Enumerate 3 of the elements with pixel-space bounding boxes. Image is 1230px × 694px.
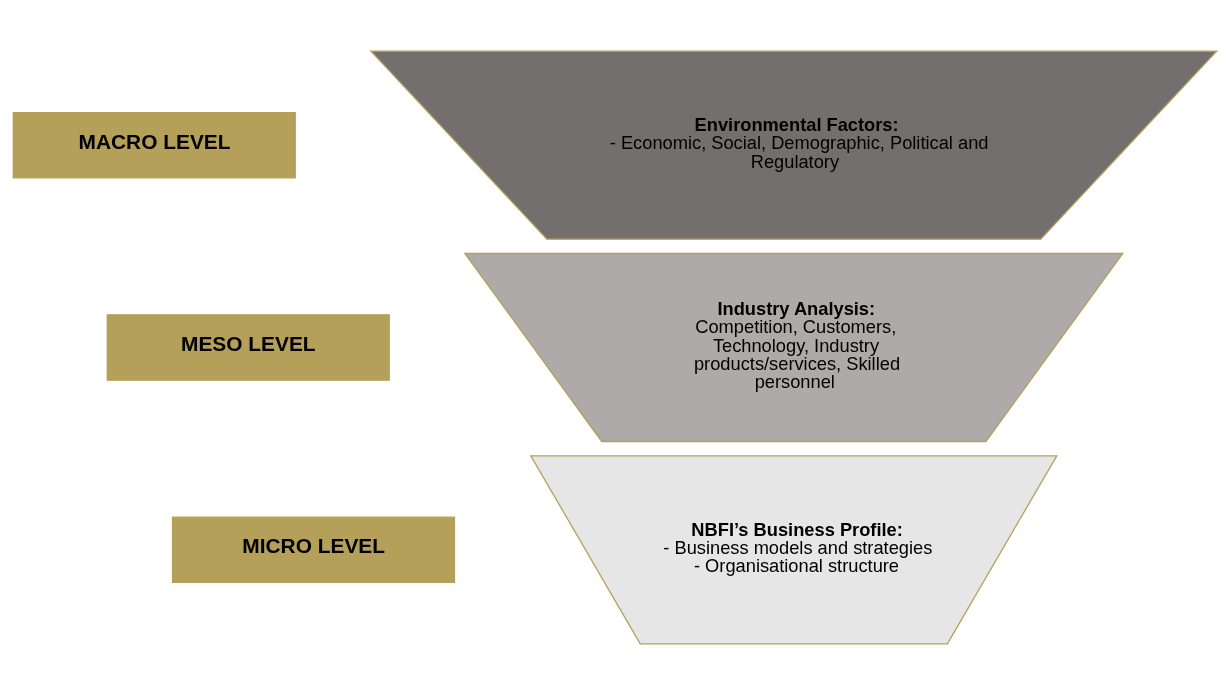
node-box: MACRO LEVEL — [12, 111, 296, 178]
node-box: MESO LEVEL — [106, 313, 390, 381]
node-box: MICRO LEVEL — [171, 516, 456, 583]
